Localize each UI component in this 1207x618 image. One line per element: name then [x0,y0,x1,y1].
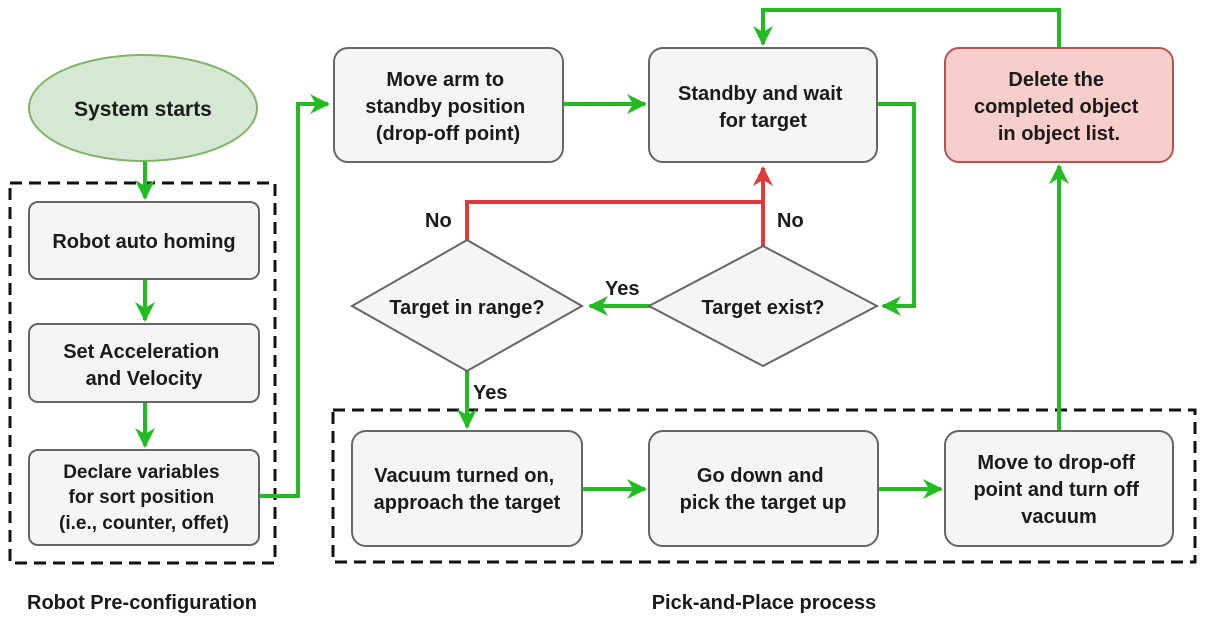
edge-label-yes-range: Yes [473,382,507,404]
svg-text:Declare variables for so: Declare variables for sort position (i.e… [59,462,229,534]
edge-label-no-left: No [425,210,452,232]
node-declare-vars: Declare variables for sort position (i.e… [28,449,260,546]
node-robot-homing: Robot auto homing [28,201,260,280]
svg-text:Move to drop-off point a: Move to drop-off point and turn off vacu… [973,452,1144,528]
svg-text:Standby and wait for tar: Standby and wait for target [678,83,848,132]
node-vacuum-on: Vacuum turned on, approach the target [351,430,583,547]
edge-label-yes-exist: Yes [605,278,639,300]
edge-label-no-right: No [777,210,804,232]
node-go-down-line2: pick the target up [680,492,847,514]
node-move-dropoff-line1: Move to drop-off [977,452,1135,474]
node-vacuum-line1: Vacuum turned on, [374,465,554,487]
node-target-in-range: Target in range? [349,238,585,373]
svg-text:Go down and pick the tar: Go down and pick the target up [680,465,847,514]
node-move-arm-line1: Move arm to [386,69,504,91]
node-target-exist-text: Target exist? [702,297,825,319]
node-move-arm-line3: (drop-off point) [376,123,520,145]
node-move-dropoff-line3: vacuum [1021,506,1097,528]
node-system-starts: System starts [28,54,258,162]
edge-range-no-to-standby [465,200,763,240]
node-go-down-line1: Go down and [697,465,824,487]
node-vacuum-line2: approach the target [374,492,561,514]
node-move-dropoff: Move to drop-off point and turn off vacu… [944,430,1174,547]
node-standby-line1: Standby and wait [678,83,843,105]
node-set-accel: Set Acceleration and Velocity [28,323,260,403]
node-go-down: Go down and pick the target up [648,430,879,547]
edge-declare-to-movearm [258,94,330,498]
group-label-pick-place: Pick-and-Place process [652,592,877,614]
node-delete-line3: in object list. [998,123,1120,145]
edge-delete-to-standby [753,8,1061,48]
svg-text:Vacuum turned on, approa: Vacuum turned on, approach the target [374,465,561,514]
group-label-preconfig: Robot Pre-configuration [27,592,257,614]
node-set-accel-line1: Set Acceleration [63,341,219,363]
node-robot-homing-text: Robot auto homing [52,231,235,253]
node-delete-object: Delete the completed object in object li… [944,47,1174,163]
svg-text:Delete the completed obj: Delete the completed object in object li… [974,69,1144,145]
node-move-arm: Move arm to standby position (drop-off p… [333,47,564,163]
node-delete-line1: Delete the [1008,69,1104,91]
node-system-starts-text: System starts [74,98,212,121]
node-declare-vars-line2: for sort position [69,487,215,508]
node-move-dropoff-line2: point and turn off [973,479,1139,501]
pick-place-group-border [331,408,1197,564]
node-standby-line2: for target [719,110,807,132]
node-declare-vars-line3: (i.e., counter, offet) [59,513,229,534]
svg-text:Move arm to standby posi: Move arm to standby position (drop-off p… [365,69,531,145]
node-standby: Standby and wait for target [648,47,878,163]
svg-text:Set Acceleration and Vel: Set Acceleration and Velocity [63,341,225,390]
node-set-accel-line2: and Velocity [86,368,204,390]
edge-standby-to-exist [877,102,916,316]
node-target-in-range-text: Target in range? [389,297,544,319]
node-target-exist: Target exist? [646,244,880,368]
node-move-arm-line2: standby position [365,96,525,118]
node-delete-line2: completed object [974,96,1139,118]
node-declare-vars-line1: Declare variables [63,462,219,483]
